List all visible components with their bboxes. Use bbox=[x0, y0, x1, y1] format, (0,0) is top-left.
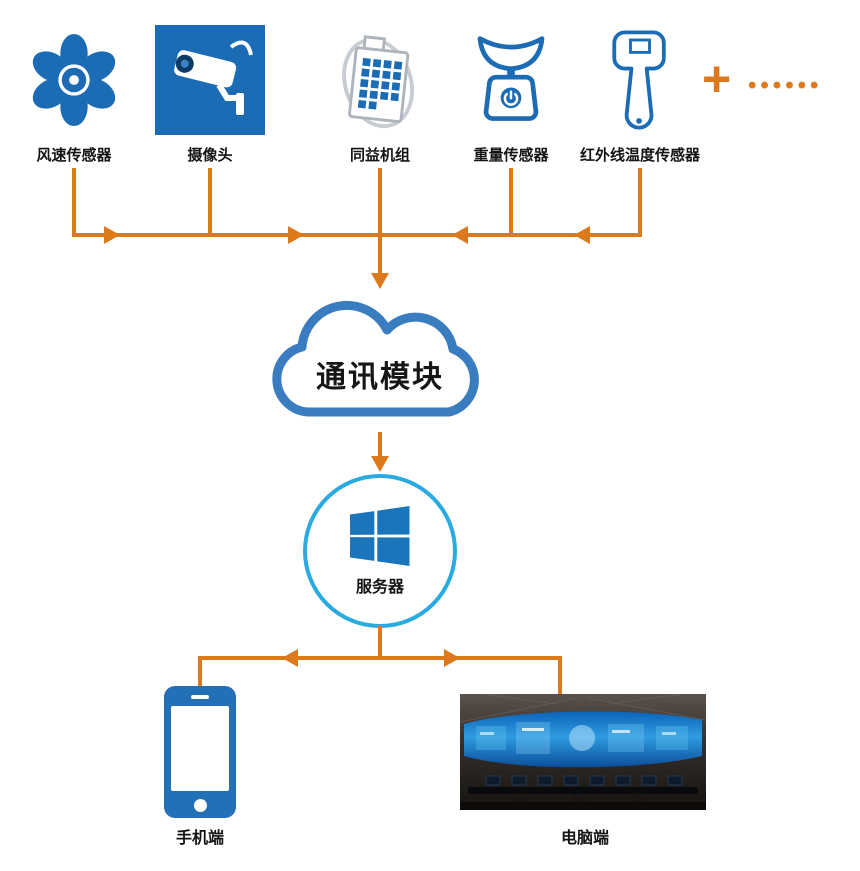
arrowhead-right-to-desktop bbox=[444, 649, 460, 667]
smartphone-icon bbox=[164, 686, 236, 818]
device-camera: 摄像头 bbox=[150, 24, 270, 165]
phone-speaker bbox=[191, 695, 209, 699]
connector-drop-mobile bbox=[198, 656, 202, 686]
communication-cloud: 通讯模块 bbox=[238, 294, 522, 434]
connector-drop-desktop bbox=[558, 656, 562, 694]
phone-screen bbox=[171, 706, 229, 791]
device-label: 红外线温度传感器 bbox=[579, 147, 700, 164]
device-machine-unit: 同益机组 bbox=[318, 24, 442, 165]
windows-logo-icon bbox=[350, 505, 410, 566]
server-node: 服务器 bbox=[303, 474, 457, 628]
device-wind-speed-sensor: 风速传感器 bbox=[14, 24, 134, 165]
fan-icon bbox=[14, 24, 134, 136]
connector-bus-bottom bbox=[198, 656, 562, 660]
control-room-photo bbox=[460, 694, 706, 810]
plus-more-indicator: + bbox=[702, 51, 732, 107]
cloud-icon bbox=[272, 300, 479, 417]
device-ir-temperature-sensor: 红外线温度传感器 bbox=[566, 24, 714, 165]
device-label: 同益机组 bbox=[349, 147, 410, 164]
mobile-client-label: 手机端 bbox=[175, 830, 224, 847]
device-label: 风速传感器 bbox=[36, 147, 112, 164]
server-label: 服务器 bbox=[355, 578, 404, 596]
connector-bus-top bbox=[72, 233, 642, 237]
arrowhead-left-2 bbox=[574, 226, 590, 244]
connector-cloud-to-server bbox=[378, 432, 382, 458]
ir-thermometer-icon bbox=[566, 24, 714, 136]
arrowhead-left-to-mobile bbox=[282, 649, 298, 667]
connector-drop-camera bbox=[208, 168, 212, 233]
device-label: 重量传感器 bbox=[473, 147, 549, 164]
weight-scale-icon bbox=[452, 24, 570, 136]
arrowhead-down-to-server bbox=[371, 456, 389, 472]
connector-server-down bbox=[378, 626, 382, 656]
device-weight-sensor: 重量传感器 bbox=[452, 24, 570, 165]
arrowhead-down-to-cloud bbox=[371, 273, 389, 289]
cloud-label: 通讯模块 bbox=[316, 361, 444, 394]
ellipsis-dots: •••••• bbox=[748, 72, 823, 99]
connector-drop-thermo bbox=[638, 168, 642, 233]
device-label: 摄像头 bbox=[187, 147, 233, 164]
cctv-camera-icon bbox=[155, 25, 265, 135]
connector-drop-unit bbox=[378, 168, 382, 275]
phone-home-button bbox=[193, 799, 207, 812]
connector-drop-wind bbox=[72, 168, 76, 233]
connector-drop-scale bbox=[509, 168, 513, 233]
camera-icon-box bbox=[150, 24, 270, 136]
desktop-client-label: 电脑端 bbox=[560, 830, 609, 847]
arrowhead-right-1 bbox=[104, 226, 120, 244]
arrowhead-left-1 bbox=[452, 226, 468, 244]
arrowhead-right-2 bbox=[288, 226, 304, 244]
machine-unit-icon bbox=[318, 24, 442, 136]
